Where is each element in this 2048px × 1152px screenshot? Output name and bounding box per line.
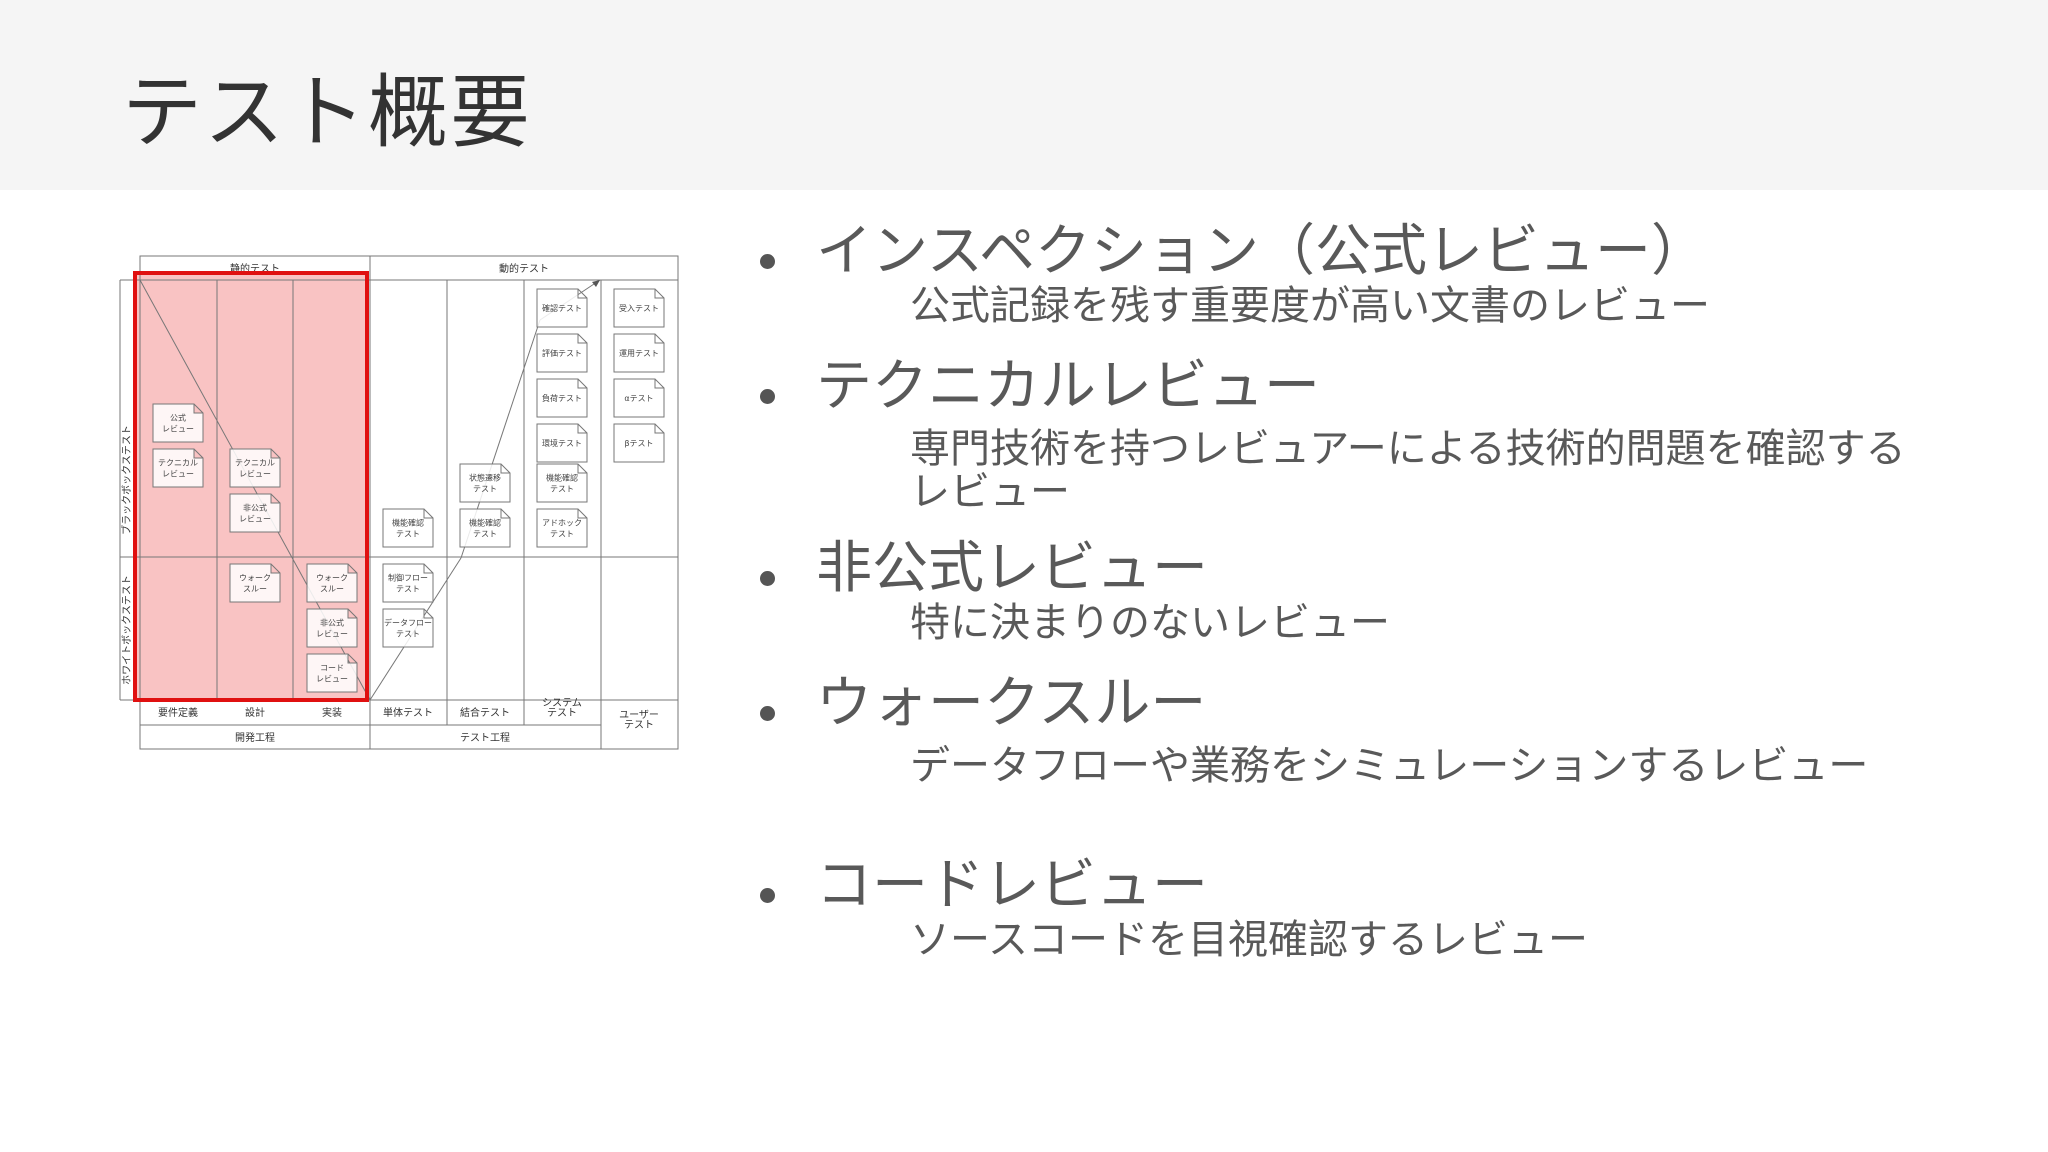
document-shape-technical-review-1: テクニカルレビュー (152, 448, 204, 488)
bullet-heading: コードレビュー (816, 853, 1208, 918)
document-label: 受入テスト (619, 303, 659, 313)
document-label: 確認テスト (542, 303, 582, 313)
document-label: アドホックテスト (542, 519, 582, 539)
bullet-heading: テクニカルレビュー (816, 354, 1320, 419)
bullet-dot (760, 571, 775, 586)
bullet-dot (760, 389, 775, 404)
document-label: βテスト (624, 439, 653, 448)
phase-requirements: 要件定義 (158, 706, 198, 719)
group-testing: テスト工程 (460, 732, 510, 744)
test-process-diagram: 静的テスト 動的テスト ブラックボックステスト ホワイトボックステスト 要件定義… (110, 250, 690, 760)
document-label: 環境テスト (542, 438, 582, 448)
document-shape-confirm-test: 確認テスト (536, 288, 588, 328)
document-shape-technical-review-2: テクニカルレビュー (229, 448, 281, 488)
phase-unit-test: 単体テスト (383, 706, 433, 719)
document-shape-adhoc-test: アドホックテスト (536, 508, 588, 548)
document-shape-control-flow: 制御フローテスト (382, 563, 434, 603)
document-label: 運用テスト (619, 349, 659, 358)
document-shape-informal-review-1: 非公式レビュー (229, 493, 281, 533)
document-shape-alpha-test: αテスト (613, 378, 665, 418)
phase-user-test: ユーザーテスト (619, 709, 659, 731)
document-shape-integration-function: 機能確認テスト (459, 508, 511, 548)
document-label: 機能確認テスト (392, 518, 424, 539)
document-shape-code-review: コードレビュー (306, 653, 358, 693)
document-label: コードレビュー (316, 664, 348, 684)
document-label: 状態遷移テスト (469, 473, 501, 494)
document-shape-walkthrough-1: ウォークスルー (229, 563, 281, 603)
phase-implementation: 実装 (322, 706, 342, 719)
bullet-item: 非公式レビュー 特に決まりのないレビュー (750, 535, 2010, 670)
header-band (0, 0, 2048, 190)
page-title: テスト概要 (122, 66, 532, 159)
bullet-description: 専門技術を持つレビュアーによる技術的問題を確認するレビュー (910, 426, 1906, 516)
document-shape-operation-test: 運用テスト (613, 333, 665, 373)
phase-design: 設計 (245, 706, 265, 719)
document-label: ウォークスルー (316, 574, 348, 594)
document-label: 評価テスト (542, 348, 582, 358)
document-shape-evaluation-test: 評価テスト (536, 333, 588, 373)
bullet-item: コードレビュー ソースコードを目視確認するレビュー (750, 852, 2010, 987)
phase-integration-test: 結合テスト (460, 706, 510, 719)
static-test-highlight-border (133, 271, 369, 702)
group-development: 開発工程 (235, 731, 275, 744)
diagram-svg: 静的テスト 動的テスト ブラックボックステスト ホワイトボックステスト 要件定義… (119, 255, 679, 750)
bullet-dot (760, 706, 775, 721)
bullet-heading: ウォークスルー (816, 671, 1207, 736)
document-label: 非公式レビュー (316, 618, 348, 639)
document-shape-walkthrough-2: ウォークスルー (306, 563, 358, 603)
document-shape-beta-test: βテスト (613, 423, 665, 463)
bullet-dot (760, 888, 775, 903)
document-shape-informal-review-2: 非公式レビュー (306, 608, 358, 648)
document-label: αテスト (624, 394, 653, 403)
document-shape-official-review: 公式レビュー (152, 403, 204, 443)
document-label: ウォークスルー (239, 574, 271, 594)
whitebox-label: ホワイトボックステスト (121, 575, 133, 685)
document-label: 機能確認テスト (546, 473, 578, 494)
document-label: 制御フローテスト (388, 573, 428, 594)
bullet-heading: インスペクション（公式レビュー） (816, 219, 1707, 284)
document-shape-acceptance-test: 受入テスト (613, 288, 665, 328)
bullet-description: ソースコードを目視確認するレビュー (910, 917, 1588, 964)
document-shape-state-transition: 状態遷移テスト (459, 463, 511, 503)
bullet-item: テクニカルレビュー 専門技術を持つレビュアーによる技術的問題を確認するレビュー (750, 353, 2010, 535)
phase-system-test: システムテスト (542, 697, 582, 719)
bullet-description: 特に決まりのないレビュー (910, 600, 1390, 647)
document-label: テクニカルレビュー (235, 459, 275, 479)
document-label: 負荷テスト (542, 393, 582, 403)
bullet-item: ウォークスルー データフローや業務をシミュレーションするレビュー (750, 670, 2010, 852)
document-label: 非公式レビュー (239, 503, 271, 524)
bullet-heading: 非公式レビュー (816, 536, 1208, 601)
document-label: テクニカルレビュー (158, 459, 198, 479)
document-label: 機能確認テスト (469, 518, 501, 539)
document-shape-unit-function: 機能確認テスト (382, 508, 434, 548)
document-label: 公式レビュー (162, 413, 194, 434)
bullet-list: インスペクション（公式レビュー） 公式記録を残す重要度が高い文書のレビュー テク… (750, 218, 2010, 987)
document-shape-system-function: 機能確認テスト (536, 463, 588, 503)
document-label: データフローテスト (384, 618, 432, 639)
bullet-description: 公式記録を残す重要度が高い文書のレビュー (910, 283, 1710, 330)
arrow-head (592, 280, 600, 287)
dynamic-test-header: 動的テスト (499, 262, 549, 275)
document-shape-load-test: 負荷テスト (536, 378, 588, 418)
bullet-dot (760, 254, 775, 269)
bullet-item: インスペクション（公式レビュー） 公式記録を残す重要度が高い文書のレビュー (750, 218, 2010, 353)
blackbox-label: ブラックボックステスト (120, 425, 133, 535)
document-shape-data-flow: データフローテスト (382, 608, 434, 648)
document-shape-environment-test-label: 環境テスト (536, 423, 588, 463)
bullet-description: データフローや業務をシミュレーションするレビュー (910, 743, 1869, 790)
